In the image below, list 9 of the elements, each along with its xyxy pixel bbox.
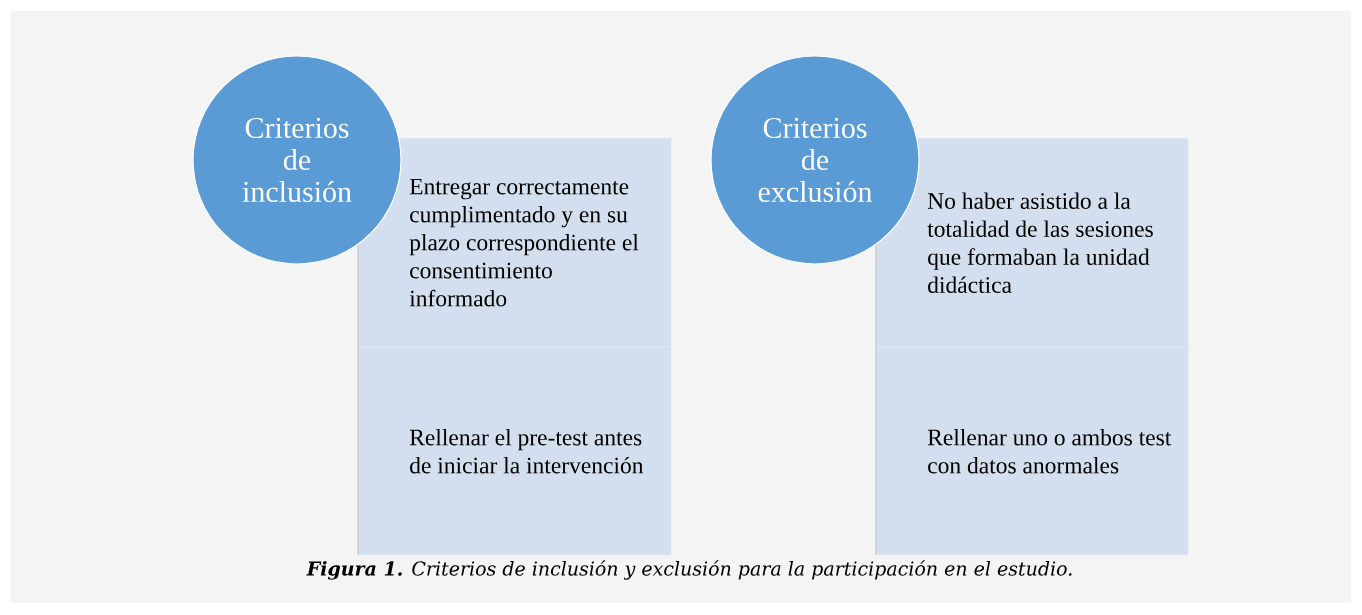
figure-caption: Figura 1. Criterios de inclusión y exclusión para la participación en el estudio.	[306, 560, 1072, 580]
criterion-box: Rellenar uno o ambos test con datos anormales	[875, 346, 1189, 556]
criterion-box: No haber asistido a la totalidad de las sesiones que formaban la unidad didáctica	[875, 137, 1189, 348]
node-label: Entregar correctamente cumplimentado y en su plazo correspondiente el consentimiento informado	[409, 178, 639, 307]
node-label: Rellenar uno o ambos test con datos anormales	[927, 428, 1172, 474]
criterion-box: Entregar correctamente cumplimentado y en su plazo correspondiente el consentimiento informado	[357, 137, 672, 348]
criterion-box: Rellenar el pre-test antes de iniciar la intervención	[357, 346, 672, 556]
node-label: No haber asistido a la totalidad de las sesiones que formaban la unidad didáctica	[927, 192, 1153, 293]
node-label: Rellenar el pre-test antes de iniciar la intervención	[409, 428, 644, 474]
